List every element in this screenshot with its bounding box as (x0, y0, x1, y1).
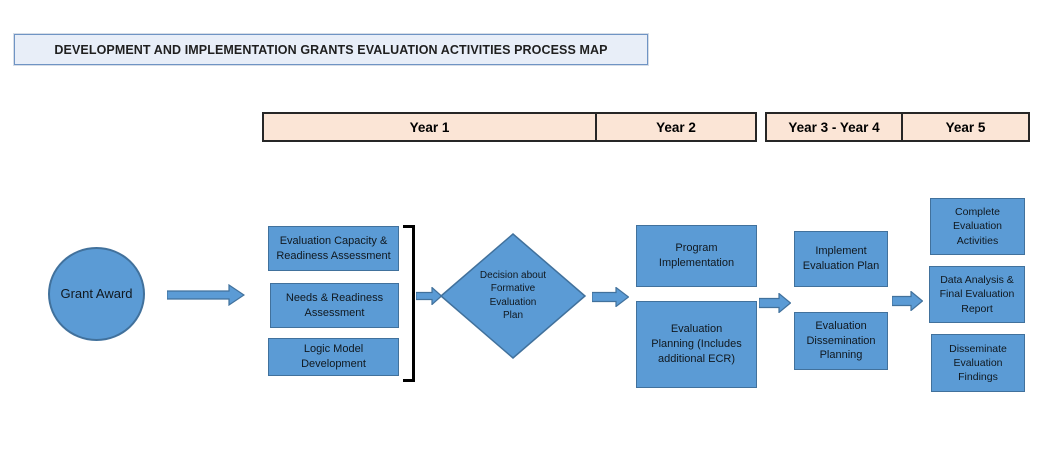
year2-box-evaluation-planning: Evaluation Planning (Includes additional… (636, 301, 757, 388)
timeline-header-year2: Year 2 (595, 112, 757, 142)
year2-box-program-implementation: Program Implementation (636, 225, 757, 287)
timeline-header-year5: Year 5 (901, 112, 1030, 142)
year1-box-needs-readiness: Needs & Readiness Assessment (270, 283, 399, 328)
year5-box-data-analysis-report: Data Analysis & Final Evaluation Report (929, 266, 1025, 323)
decision-diamond-label: Decision about Formative Evaluation Plan (443, 269, 583, 323)
timeline-header-year1: Year 1 (262, 112, 597, 142)
year5-box-complete-activities: Complete Evaluation Activities (930, 198, 1025, 255)
arrow-right-icon (892, 291, 923, 311)
decision-diamond (439, 233, 587, 359)
year1-box-logic-model: Logic Model Development (268, 338, 399, 376)
arrow-right-icon (592, 287, 629, 307)
year34-box-dissemination-planning: Evaluation Dissemination Planning (794, 312, 888, 370)
year5-box-disseminate-findings: Disseminate Evaluation Findings (931, 334, 1025, 392)
decision-line: Decision about (479, 270, 547, 281)
decision-line: Plan (502, 310, 523, 322)
process-map-title: DEVELOPMENT AND IMPLEMENTATION GRANTS EV… (14, 34, 648, 65)
year1-group-bracket (403, 225, 415, 382)
grant-award-circle: Grant Award (48, 247, 145, 341)
decision-line: Formative (490, 283, 536, 295)
year34-box-implement-plan: Implement Evaluation Plan (794, 231, 888, 287)
arrow-right-icon (167, 284, 245, 306)
decision-line: Evaluation (489, 296, 537, 308)
timeline-header-year3-4: Year 3 - Year 4 (765, 112, 903, 142)
arrow-right-icon (416, 287, 442, 305)
year1-box-evaluation-capacity: Evaluation Capacity & Readiness Assessme… (268, 226, 399, 271)
arrow-right-icon (759, 293, 791, 313)
